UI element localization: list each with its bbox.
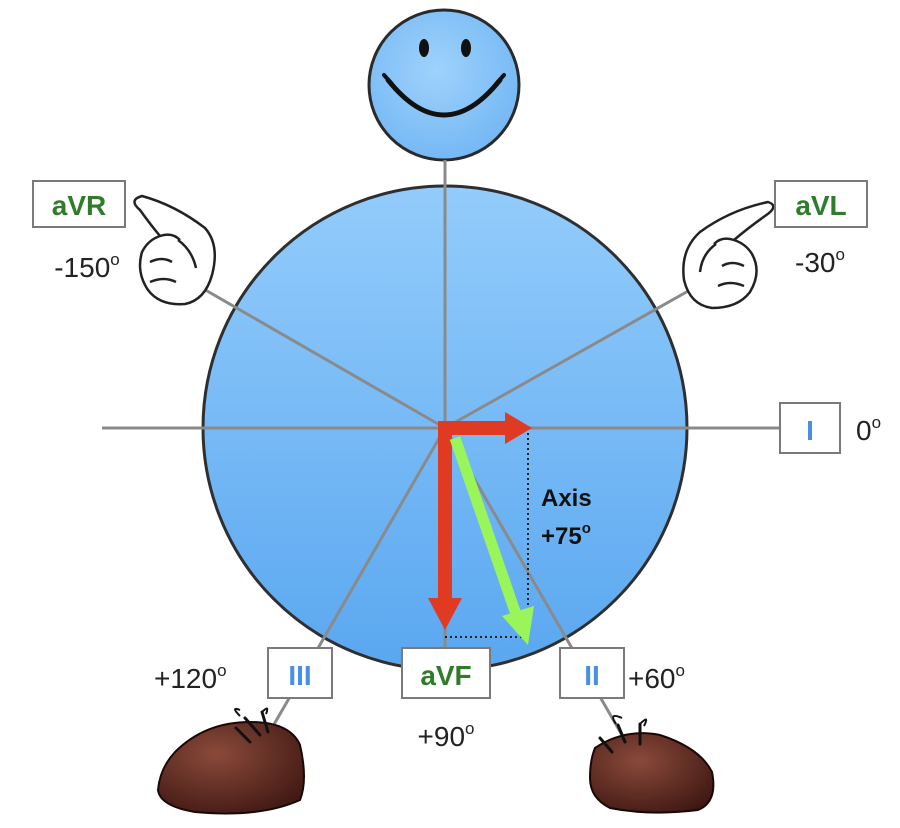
line-aVR: [194, 282, 446, 430]
lead-aVF-name: aVF: [420, 660, 471, 691]
smiley-face: [367, 8, 521, 162]
lead-I-angle: 0o: [856, 413, 881, 446]
axis-arrow: [449, 436, 534, 645]
axis-label: Axis: [541, 485, 592, 512]
lead-III-angle: +120o: [154, 661, 227, 694]
lead-I-name: I: [806, 415, 814, 446]
brown-shoe-right: [588, 715, 715, 814]
lead-aVR: aVR -150o: [32, 180, 126, 283]
lead-II-name: II: [584, 660, 600, 691]
lead-aVR-angle: -150o: [54, 250, 120, 283]
lead-aVF: aVF +90o: [401, 647, 491, 752]
lead-aVL: aVL -30o: [774, 180, 868, 278]
lead-aVR-name: aVR: [52, 190, 106, 221]
construction-lines: [445, 428, 529, 638]
lead-III-name: III: [288, 660, 311, 691]
lead-aVL-angle: -30o: [795, 245, 845, 278]
brown-shoe-left: [156, 707, 305, 815]
axis-value: +75o: [541, 520, 591, 550]
lead-II: II +60o: [559, 647, 685, 699]
lead-II-angle: +60o: [628, 661, 685, 694]
lead-aVF-angle: +90o: [418, 719, 475, 752]
pointing-hand-right: [682, 200, 775, 310]
lead-aVL-name: aVL: [795, 190, 846, 221]
lead-III: III +120o: [154, 647, 333, 699]
line-aVL: [444, 288, 691, 430]
lead-I: I 0o: [779, 402, 881, 454]
pointing-hand-left: [133, 194, 217, 306]
component-arrows: [428, 412, 532, 630]
